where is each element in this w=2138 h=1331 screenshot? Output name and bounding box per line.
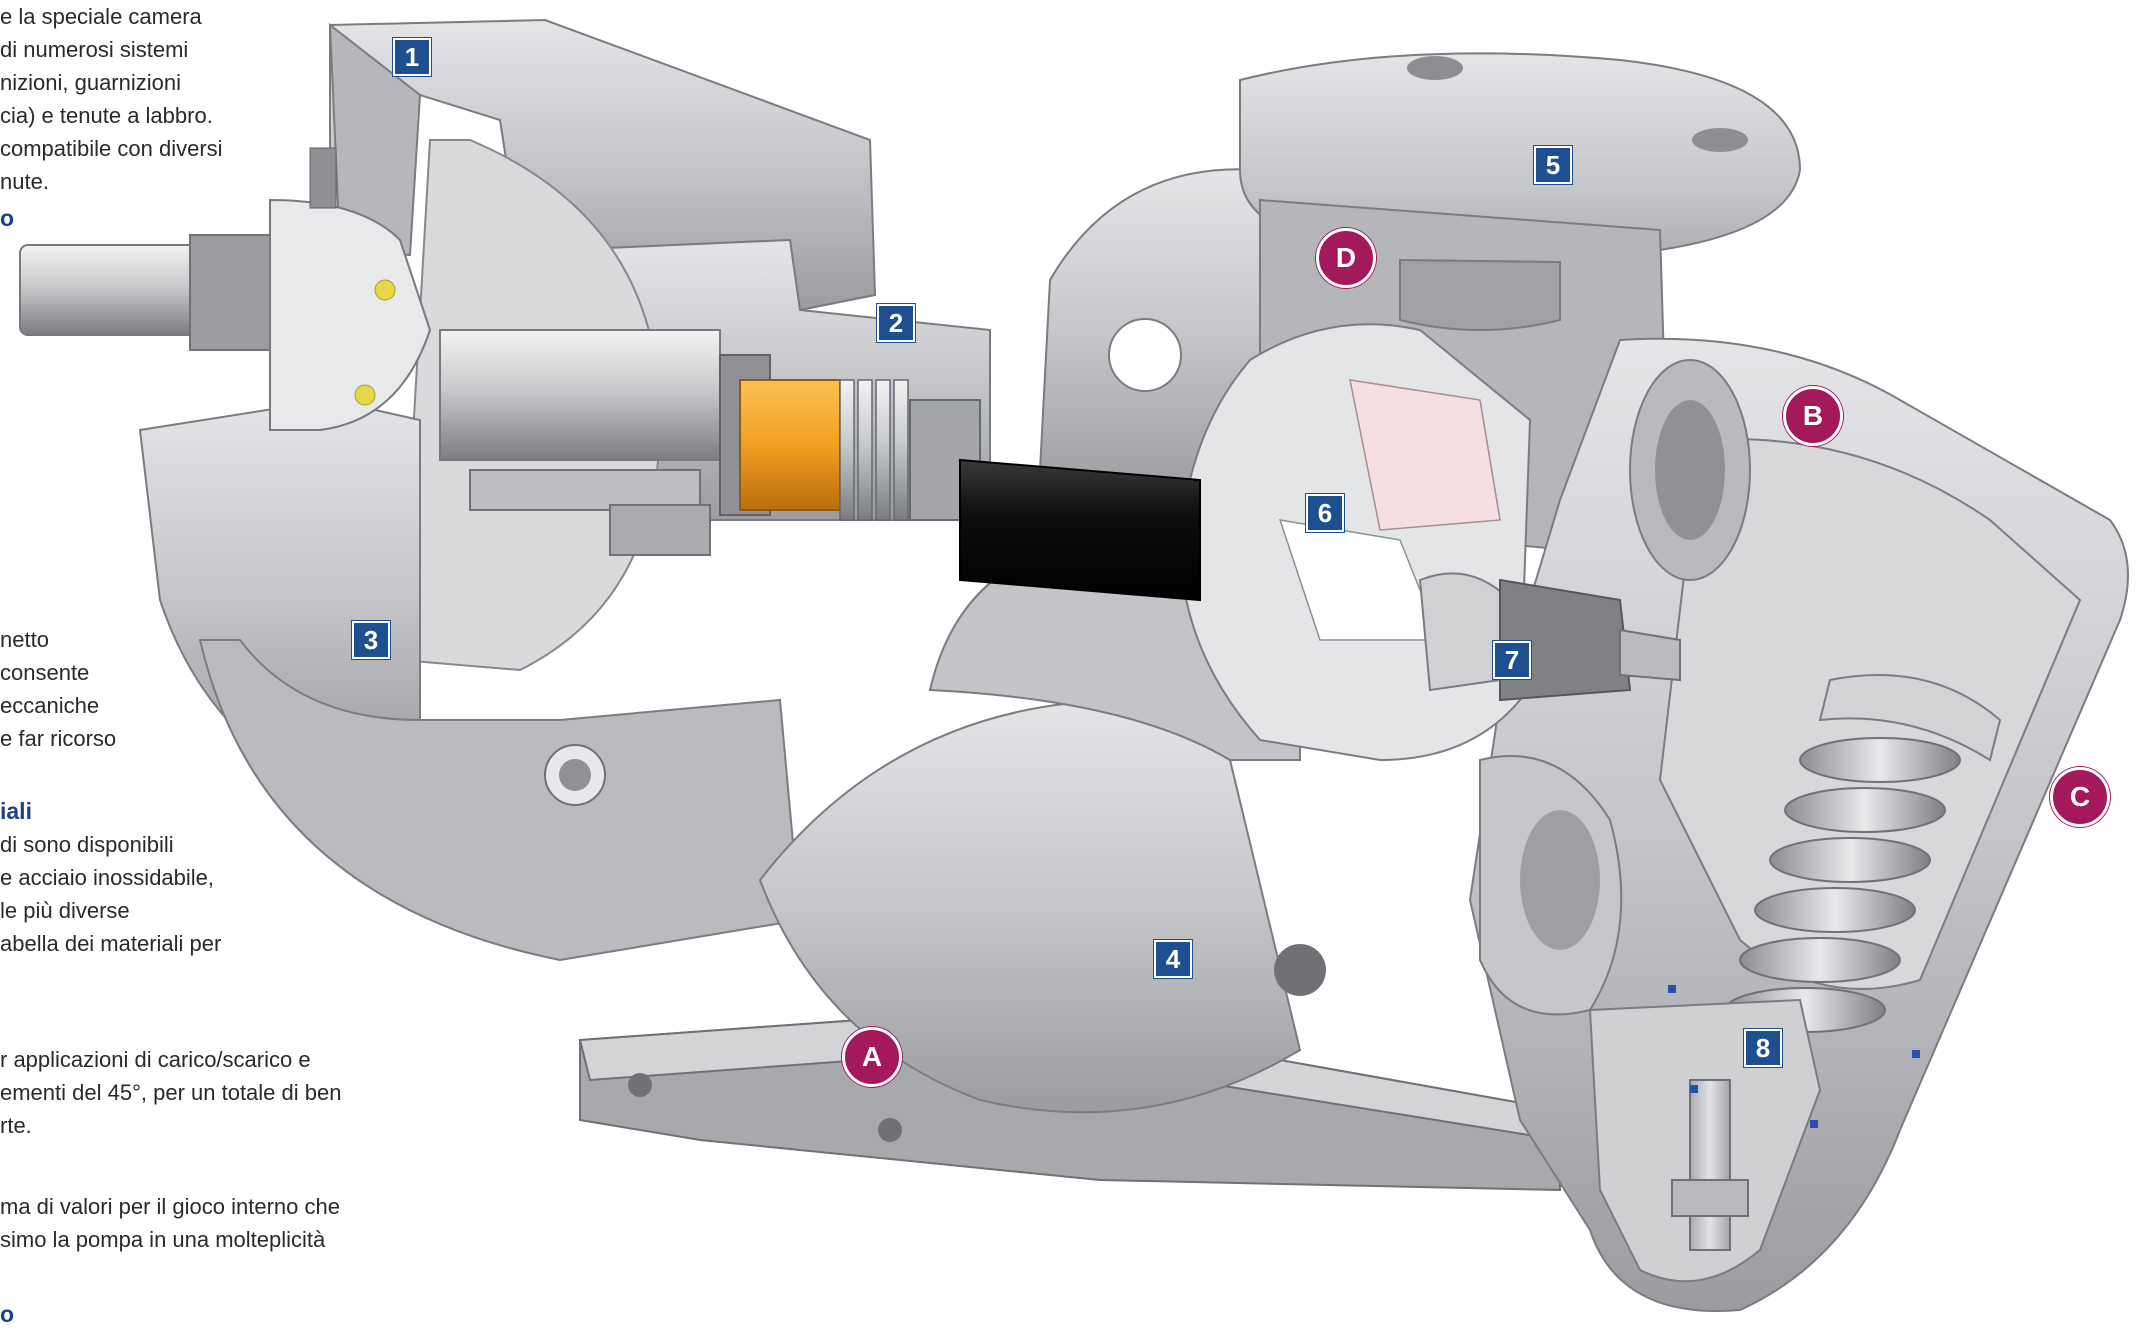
paragraph-seal-chamber: e la speciale camera di numerosi sistemi… <box>0 4 223 194</box>
callout-letter-b: B <box>1783 386 1843 446</box>
seal-spring-ring <box>857 379 873 521</box>
spring-coil <box>1799 737 1961 783</box>
base-bolt-hole-1 <box>628 1073 652 1097</box>
seal-spring-ring <box>839 379 855 521</box>
casing-front-flange <box>758 698 1302 1114</box>
callout-letter-c: C <box>2050 767 2110 827</box>
bearing-grease-marker <box>354 384 376 406</box>
relief-valve-housing <box>1468 337 2129 1312</box>
seal-bolt <box>469 469 701 511</box>
inlet-bore <box>1520 810 1600 950</box>
rotor-tooth-cut <box>1349 379 1501 531</box>
idler-pin-end <box>1619 628 1681 682</box>
flange-bolt-hole-1 <box>1407 56 1463 80</box>
shaft-middle <box>439 329 721 461</box>
callout-number-7: 7 <box>1492 640 1532 680</box>
shaft-collar <box>189 234 281 351</box>
bracket-hole-inner <box>559 759 591 791</box>
outlet-port <box>1399 258 1561 331</box>
seal-bolt-nut <box>609 504 711 556</box>
seal-spring-ring <box>875 379 891 521</box>
bearing-grease-marker <box>374 279 396 301</box>
flange-bolt-hole-2 <box>1692 128 1748 152</box>
callout-number-5: 5 <box>1533 145 1573 185</box>
spring-coil <box>1769 837 1931 883</box>
casing-bolt-hole <box>1274 944 1326 996</box>
spring-top-cap <box>1818 674 2002 762</box>
callout-number-1: 1 <box>392 37 432 77</box>
callout-number-2: 2 <box>876 303 916 343</box>
paragraph-port-positions: r applicazioni di carico/scarico e ement… <box>0 1047 342 1138</box>
bracket-lower-section <box>138 139 802 962</box>
frame-left-wall <box>328 22 422 257</box>
callout-number-3: 3 <box>351 620 391 660</box>
paragraph-materials: di sono disponibili e acciaio inossidabi… <box>0 832 222 956</box>
lock-nut <box>1671 1179 1749 1217</box>
callout-number-8: 8 <box>1743 1028 1783 1068</box>
o-ring-mark <box>1810 1120 1818 1128</box>
o-ring-mark <box>1912 1050 1920 1058</box>
seal-spring-ring <box>893 379 909 521</box>
casing-boss-hole <box>1108 318 1182 392</box>
grease-fitting <box>309 147 337 209</box>
relief-valve-spring <box>1588 674 2002 1283</box>
rear-bearing-bore <box>1655 400 1725 540</box>
heading-1: o <box>0 205 15 231</box>
callout-letter-a: A <box>842 1027 902 1087</box>
bracket-curve <box>198 639 802 962</box>
paragraph-mechanical-seals: netto consente eccaniche e far ricorso <box>0 627 117 751</box>
paragraph-internal-clearance: ma di valori per il gioco interno che si… <box>0 1194 340 1252</box>
spring-coil <box>1754 887 1916 933</box>
base-bolt-hole-2 <box>878 1118 902 1142</box>
spring-coil <box>1784 787 1946 833</box>
o-ring-mark <box>1690 1085 1698 1093</box>
spring-coil <box>1739 937 1901 983</box>
adjusting-screw <box>1689 1079 1731 1251</box>
shaft-and-seal <box>19 147 1201 602</box>
heading-materials: iali <box>0 798 32 824</box>
o-ring-mark <box>1668 985 1676 993</box>
idler-pin <box>1499 578 1632 702</box>
callout-number-6: 6 <box>1305 493 1345 533</box>
rotor-shaft-sleeve <box>959 458 1201 602</box>
mechanical-seal-face <box>739 379 841 511</box>
callout-letter-d: D <box>1316 228 1376 288</box>
rotor-assembly <box>1178 323 1681 762</box>
callout-number-4: 4 <box>1153 939 1193 979</box>
heading-3: o <box>0 1301 15 1327</box>
